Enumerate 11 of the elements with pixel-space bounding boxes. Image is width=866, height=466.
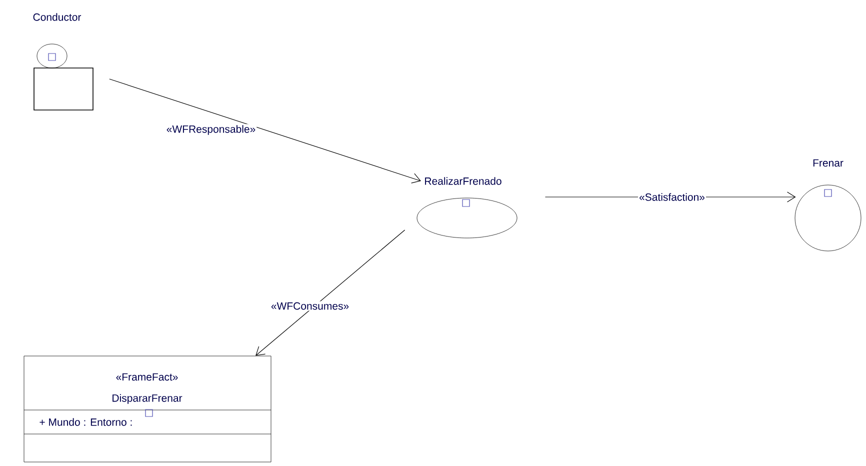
class-header: DispararFrenar <box>112 394 182 404</box>
class-header: «FrameFact» <box>116 373 178 381</box>
edge-label: «Satisfaction» <box>638 192 706 202</box>
node-title: Frenar <box>813 159 844 167</box>
arrow <box>109 78 421 184</box>
node-title: RealizarFrenado <box>425 177 502 185</box>
class-attribute: + Mundo : Entorno : <box>40 418 132 426</box>
arrow <box>256 230 406 356</box>
edge-label: «WFConsumes» <box>270 301 350 311</box>
node-title: Conductor <box>33 13 82 21</box>
edge-label: «WFResponsable» <box>165 124 257 136</box>
